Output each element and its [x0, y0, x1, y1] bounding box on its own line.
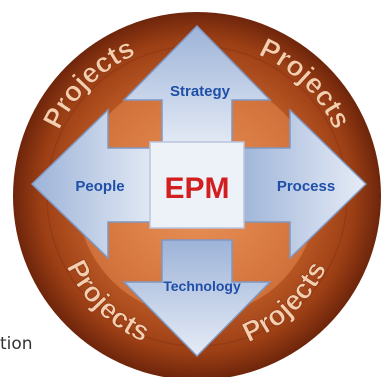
arrow-label-right: Process — [277, 178, 335, 195]
center-label: EPM — [164, 172, 229, 205]
caption-fragment: tion — [0, 334, 33, 354]
arrow-label-left: People — [75, 178, 124, 195]
center-box — [149, 141, 245, 229]
arrow-down — [122, 239, 272, 358]
arrow-label-bottom: Technology — [163, 278, 241, 294]
arrow-label-top: Strategy — [170, 83, 231, 100]
